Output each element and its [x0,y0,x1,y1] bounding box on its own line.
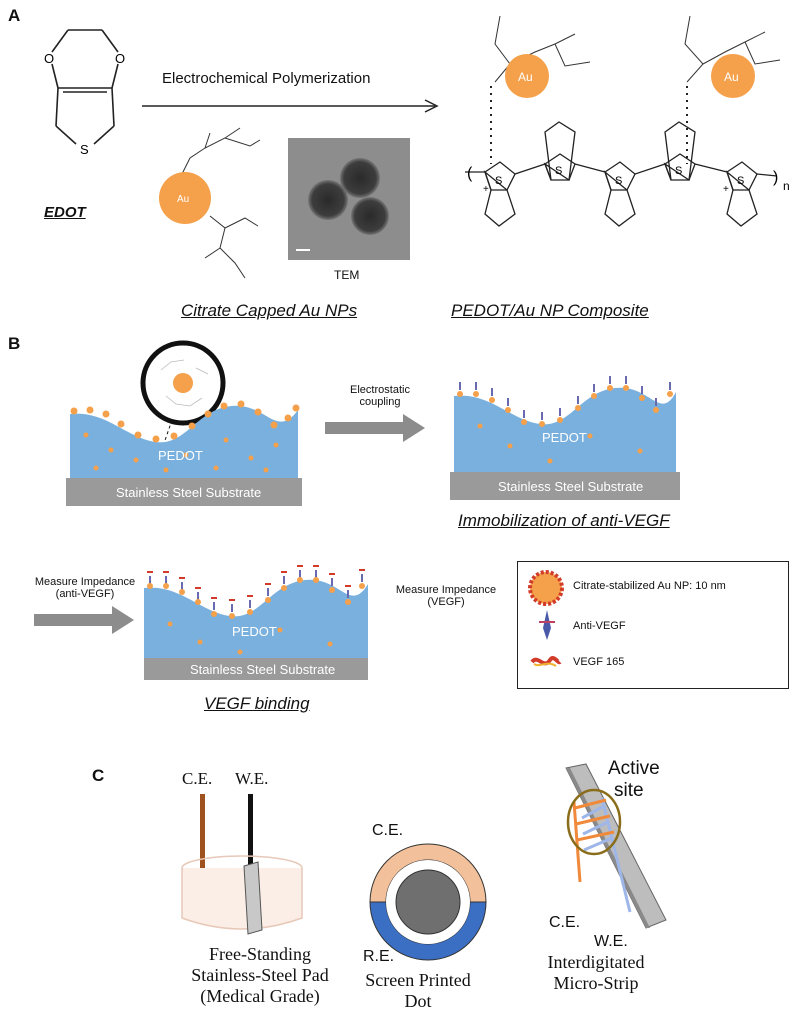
cap2-line1: Screen Printed [365,970,471,990]
svg-text:PEDOT: PEDOT [232,624,277,639]
active-site-line1: Active [608,758,660,779]
tem-image [288,138,410,260]
svg-text:O: O [44,51,54,66]
cap2-line2: Dot [404,991,432,1011]
au-np-text: Au [177,194,189,205]
legend-item-vegf: VEGF 165 [573,656,625,668]
electrode-anti-vegf: PEDOT Stainless Steel Substrate [450,376,680,500]
svg-text:Au: Au [518,70,533,84]
pedot-au-composite: Au Au ( ) n S S S S S + + [465,15,790,227]
measure-anti-label-1: Measure Impedance [34,576,136,588]
immobilization-label: Immobilization of anti-VEGF [458,511,670,530]
svg-text:S: S [495,175,502,187]
fs-we-label: W.E. [235,769,269,788]
binding-label: VEGF binding [204,694,310,713]
panel-c-label: C [92,766,105,785]
coupling-arrow [325,414,425,442]
measure-arrow [34,606,134,634]
svg-text:Au: Au [724,70,739,84]
svg-text:S: S [737,175,744,187]
measure-vegf-label-1: Measure Impedance [395,584,497,596]
cap1-line3: (Medical Grade) [200,986,320,1006]
reaction-arrow-label: Electrochemical Polymerization [162,70,371,87]
spd-re-label: R.E. [363,948,395,965]
svg-text:S: S [555,165,562,177]
tem-label: TEM [334,268,360,282]
active-site-line2: site [614,780,644,801]
svg-text:S: S [675,165,682,177]
measure-vegf-label-2: (VEGF) [427,596,465,608]
cap3-line1: Interdigitated [547,952,645,972]
svg-text:+: + [483,184,489,195]
electrode-vegf-bound: PEDOT Stainless Steel Substrate [144,565,368,680]
ids-ce-label: C.E. [549,914,581,931]
citrate-label: Citrate Capped Au NPs [181,301,358,320]
edot-label: EDOT [44,204,86,221]
free-standing-pad-diagram [181,794,303,935]
electrode-pedot-au: PEDOT Stainless Steel Substrate [66,340,302,506]
svg-text:S: S [615,175,622,187]
fs-ce-label: C.E. [182,769,213,788]
coupling-label-1: Electrostatic [350,384,410,396]
edot-structure: O O S [44,29,125,157]
svg-text:(: ( [467,165,473,182]
legend-box: Citrate-stabilized Au NP: 10 nm Anti-VEG… [517,561,789,689]
panel-a-label: A [8,6,21,25]
svg-text:Stainless Steel Substrate: Stainless Steel Substrate [498,479,643,494]
legend-item-au: Citrate-stabilized Au NP: 10 nm [573,580,726,592]
svg-text:S: S [80,142,89,157]
svg-text:Stainless Steel Substrate: Stainless Steel Substrate [116,485,261,500]
svg-text:): ) [773,169,778,186]
panel-b-label: B [8,334,21,353]
vegf-legend-icon [530,656,562,667]
cap1-line2: Stainless-Steel Pad [191,965,329,985]
ids-we-label: W.E. [594,933,628,950]
cap1-line1: Free-Standing [209,944,311,964]
citrate-au-np: Au [159,127,261,279]
svg-text:PEDOT: PEDOT [158,448,203,463]
reaction-arrow [142,99,439,113]
cap3-line2: Micro-Strip [553,973,639,993]
coupling-label-2: coupling [359,396,401,408]
spd-ce-label: C.E. [372,822,404,839]
au-np-legend-icon [528,570,564,606]
svg-text:O: O [115,51,125,66]
interdigitated-strip-diagram [565,763,667,929]
composite-label: PEDOT/Au NP Composite [451,301,649,320]
anti-vegf-legend-icon [539,610,555,640]
svg-text:+: + [723,184,729,195]
measure-anti-label-2: (anti-VEGF) [55,588,115,600]
screen-printed-dot-diagram [369,843,487,961]
repeat-n: n [783,179,790,193]
svg-text:Stainless Steel Substrate: Stainless Steel Substrate [190,662,335,677]
svg-text:PEDOT: PEDOT [542,430,587,445]
legend-item-anti-vegf: Anti-VEGF [573,620,626,632]
